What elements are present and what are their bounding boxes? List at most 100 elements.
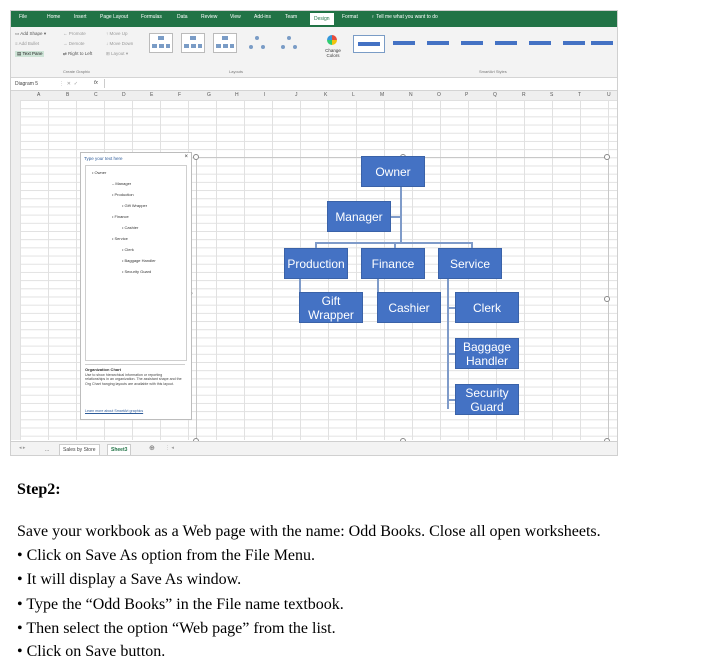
layout-button[interactable]: ⊞ Layout ▾: [106, 51, 129, 56]
col-header-b[interactable]: B: [66, 92, 70, 98]
text-pane-item[interactable]: • Clerk: [122, 247, 134, 252]
col-header-r[interactable]: R: [522, 92, 526, 98]
col-header-f[interactable]: F: [178, 92, 182, 98]
smartart-style-3[interactable]: [423, 35, 453, 51]
add-shape-button[interactable]: ▭ Add Shape ▾: [15, 31, 47, 36]
smartart-style-8[interactable]: [587, 35, 617, 51]
org-box-service[interactable]: Service: [438, 248, 502, 279]
step-bullet: • It will display a Save As window.: [17, 571, 242, 588]
sheet-tab-more[interactable]: ...: [45, 447, 50, 453]
org-box-gift-wrapper[interactable]: Gift Wrapper: [299, 292, 363, 323]
learn-more-link[interactable]: Learn more about SmartArt graphics: [85, 409, 144, 413]
col-header-d[interactable]: D: [122, 92, 126, 98]
layout-option-1[interactable]: [149, 33, 173, 53]
col-header-u[interactable]: U: [607, 92, 611, 98]
tab-team[interactable]: Team: [285, 14, 298, 20]
text-pane-item[interactable]: • Production: [112, 192, 134, 197]
text-pane-item[interactable]: • Service: [112, 236, 128, 241]
promote-label: Promote: [68, 31, 86, 36]
text-pane-item-label: Owner: [94, 170, 107, 175]
move-up-button[interactable]: ↑ Move Up: [106, 31, 128, 36]
right-to-left-button[interactable]: ⇄ Right to Left: [63, 51, 92, 57]
org-box-owner[interactable]: Owner: [361, 156, 425, 187]
org-box-manager[interactable]: Manager: [327, 201, 391, 232]
col-header-q[interactable]: Q: [493, 92, 497, 98]
col-header-g[interactable]: G: [207, 92, 211, 98]
sheet-tab-sales-by-store[interactable]: Sales by Store: [59, 444, 100, 455]
tab-add-ins[interactable]: Add-ins: [254, 14, 271, 20]
tab-view[interactable]: View: [230, 14, 241, 20]
text-pane-item-label: Security Guard: [124, 269, 152, 274]
layout-option-2[interactable]: [181, 33, 205, 53]
col-header-e[interactable]: E: [150, 92, 154, 98]
layout-option-3[interactable]: [213, 33, 237, 53]
tab-insert[interactable]: Insert: [74, 14, 87, 20]
text-pane-bullet-list[interactable]: • Owner – Manager • Production • Gift Wr…: [85, 165, 187, 361]
col-header-p[interactable]: P: [465, 92, 469, 98]
connector-level2-bar: [315, 242, 471, 244]
tab-home[interactable]: Home: [47, 14, 61, 20]
col-header-k[interactable]: K: [324, 92, 328, 98]
smartart-style-7[interactable]: [559, 35, 589, 51]
col-header-l[interactable]: L: [352, 92, 355, 98]
col-header-i[interactable]: I: [264, 92, 266, 98]
text-pane-item[interactable]: • Finance: [112, 214, 129, 219]
col-header-s[interactable]: S: [550, 92, 554, 98]
add-bullet-button[interactable]: ≡ Add Bullet: [15, 41, 39, 46]
move-down-button[interactable]: ↓ Move Down: [106, 41, 134, 46]
sheet-tab-sheet3[interactable]: Sheet3: [107, 444, 132, 455]
col-header-m[interactable]: M: [380, 92, 385, 98]
smartart-style-1[interactable]: [353, 35, 385, 53]
text-pane-item[interactable]: • Security Guard: [122, 269, 152, 274]
col-header-c[interactable]: C: [94, 92, 98, 98]
col-header-t[interactable]: T: [578, 92, 582, 98]
col-header-j[interactable]: J: [295, 92, 298, 98]
text-pane-item-label: Cashier: [124, 225, 139, 230]
col-header-h[interactable]: H: [235, 92, 239, 98]
tab-file[interactable]: File: [19, 14, 28, 20]
step-intro: Save your workbook as a Web page with th…: [17, 523, 601, 540]
demote-button[interactable]: → Demote: [63, 41, 85, 46]
tab-review[interactable]: Review: [201, 14, 218, 20]
org-box-security-guard[interactable]: Security Guard: [455, 384, 519, 415]
tab-page-layout[interactable]: Page Layout: [100, 14, 129, 20]
col-header-a[interactable]: A: [37, 92, 41, 98]
tell-me-box[interactable]: ♀ Tell me what you want to do: [371, 14, 438, 20]
layout-option-4[interactable]: [245, 33, 269, 53]
col-header-n[interactable]: N: [409, 92, 413, 98]
close-icon[interactable]: ×: [184, 154, 188, 160]
add-sheet-icon[interactable]: ⊕: [149, 445, 155, 452]
smartart-style-6[interactable]: [525, 35, 555, 51]
fx-icon[interactable]: fx: [94, 80, 98, 86]
change-colors-button[interactable]: Change Colors: [317, 33, 347, 63]
resize-handle-tl[interactable]: [193, 154, 199, 160]
pane-collapse-icon[interactable]: ›: [191, 291, 193, 297]
text-pane-item[interactable]: • Cashier: [122, 225, 139, 230]
formula-input[interactable]: [104, 79, 615, 88]
resize-handle-right[interactable]: [604, 296, 610, 302]
sheet-nav-arrows[interactable]: ◂ ▸: [19, 445, 26, 451]
tab-format[interactable]: Format: [342, 14, 358, 20]
tab-design[interactable]: Design: [310, 13, 334, 25]
col-header-o[interactable]: O: [437, 92, 441, 98]
text-pane-button[interactable]: ▤ Text Pane: [15, 51, 45, 57]
text-pane-item[interactable]: – Manager: [112, 181, 132, 186]
org-box-production[interactable]: Production: [284, 248, 348, 279]
org-box-cashier[interactable]: Cashier: [377, 292, 441, 323]
text-pane-item[interactable]: • Baggage Handler: [122, 258, 156, 263]
tab-formulas[interactable]: Formulas: [141, 14, 162, 20]
org-box-baggage-handler[interactable]: Baggage Handler: [455, 338, 519, 369]
layout-option-5[interactable]: [277, 33, 301, 53]
smartart-style-4[interactable]: [457, 35, 487, 51]
resize-handle-tr[interactable]: [604, 154, 610, 160]
promote-button[interactable]: ← Promote: [63, 31, 86, 36]
text-pane-item[interactable]: • Gift Wrapper: [122, 203, 148, 208]
text-pane-item[interactable]: • Owner: [92, 170, 107, 175]
description-body: Use to show hierarchical information or …: [85, 373, 182, 386]
org-box-clerk[interactable]: Clerk: [455, 292, 519, 323]
smartart-style-2[interactable]: [389, 35, 419, 51]
name-box[interactable]: Diagram 5: [15, 81, 39, 87]
org-box-finance[interactable]: Finance: [361, 248, 425, 279]
smartart-style-5[interactable]: [491, 35, 521, 51]
tab-data[interactable]: Data: [177, 14, 188, 20]
